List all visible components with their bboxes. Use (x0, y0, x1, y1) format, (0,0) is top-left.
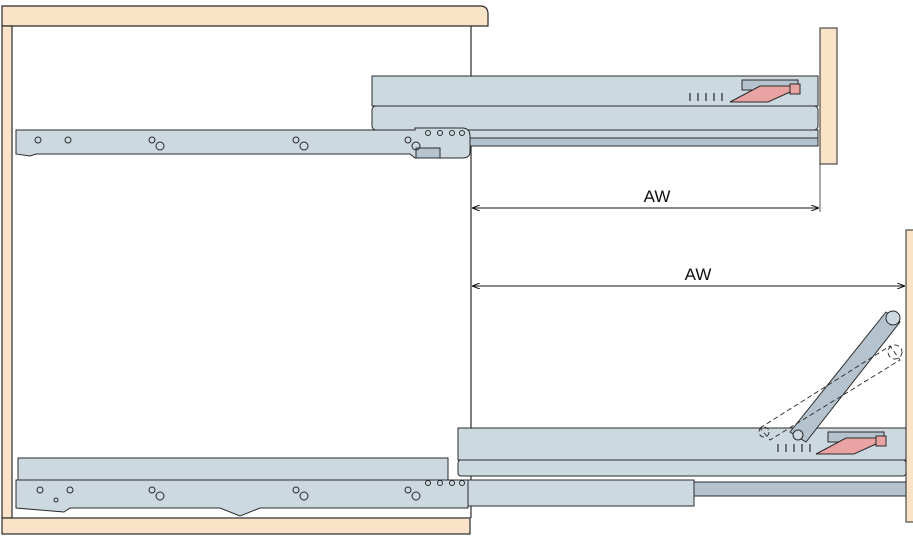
bottom-member-holes (36, 480, 465, 503)
mounting-hole-icon (148, 486, 156, 494)
top-locking-clip (415, 147, 441, 159)
mounting-hole-icon (411, 141, 421, 151)
cabinet-top-panel (1, 5, 489, 27)
top-drawer-bottom (371, 105, 819, 131)
mounting-hole-icon (148, 136, 156, 144)
mounting-hole-icon (404, 486, 412, 494)
bottom-drawer-lower (457, 459, 907, 477)
cabinet-bottom-panel (1, 517, 471, 535)
mounting-hole-icon (459, 480, 465, 486)
top-dimension-label: AW (644, 187, 671, 206)
top-dimension: AW (472, 164, 821, 212)
lift-arm (789, 310, 901, 443)
mounting-hole-icon (404, 136, 412, 144)
top-cabinet-member (15, 127, 471, 159)
mounting-hole-icon (66, 486, 74, 494)
bottom-drawer-front (905, 229, 913, 523)
bottom-dimension-label: AW (685, 265, 712, 284)
mounting-hole-icon (53, 497, 59, 503)
top-slide-rail-outer (461, 129, 819, 139)
mounting-hole-icon (425, 480, 431, 486)
mounting-hole-icon (292, 486, 300, 494)
mounting-hole-icon (64, 136, 72, 144)
bottom-slide-rail-inner (693, 481, 907, 497)
mounting-hole-icon (437, 480, 443, 486)
mounting-hole-icon (449, 480, 455, 486)
mounting-hole-icon (292, 136, 300, 144)
mounting-hole-icon (155, 141, 165, 151)
bottom-cabinet-member (15, 479, 469, 517)
mounting-hole-icon (299, 491, 309, 501)
bottom-slide-assembly (15, 229, 913, 523)
mounting-hole-icon (155, 491, 165, 501)
mounting-hole-icon (437, 130, 443, 136)
lift-arm-alt-position (758, 344, 903, 441)
mounting-hole-icon (449, 130, 455, 136)
soft-close-damper-icon (689, 79, 801, 103)
mounting-hole-icon (425, 130, 431, 136)
mounting-hole-icon (299, 141, 309, 151)
soft-close-damper-icon (777, 431, 887, 455)
bottom-slide-rail-outer (467, 479, 695, 507)
cabinet-side-panel (1, 25, 13, 519)
bottom-cabinet-member-top (17, 457, 449, 481)
mounting-hole-icon (34, 136, 42, 144)
top-slide-rail-inner (461, 137, 819, 147)
mounting-hole-icon (411, 491, 421, 501)
cabinet-carcass (1, 5, 489, 535)
top-member-holes (34, 130, 465, 151)
mounting-hole-icon (459, 130, 465, 136)
top-drawer-front (819, 27, 838, 165)
bottom-dimension: AW (472, 265, 905, 286)
mounting-hole-icon (36, 486, 44, 494)
top-slide-assembly (15, 27, 838, 165)
